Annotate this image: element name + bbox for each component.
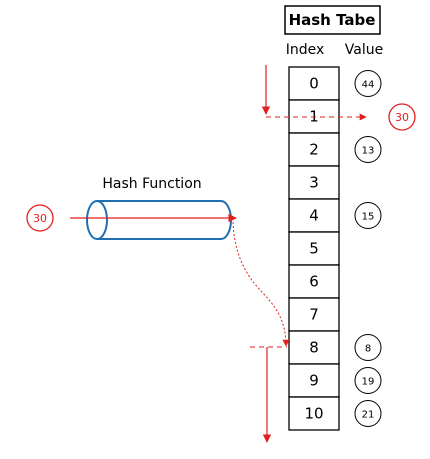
index-label: 2 [309, 141, 319, 159]
index-label: 8 [309, 339, 319, 357]
table-cell-5 [288, 231, 340, 266]
value-label: 19 [362, 377, 375, 388]
input-key-circle: 30 [26, 204, 54, 232]
input-key-value: 30 [33, 212, 47, 225]
value-label: 8 [365, 344, 371, 355]
index-header: Index [286, 42, 325, 58]
value-circle [354, 202, 382, 229]
table-cell-10 [288, 396, 340, 431]
value-circle [354, 334, 382, 361]
hash-output-curve [232, 217, 290, 347]
index-label: 9 [309, 372, 319, 390]
title-box: Hash Tabe [284, 5, 381, 35]
hash-function-label: Hash Function [102, 176, 201, 192]
index-label: 5 [309, 240, 319, 258]
table-cell-0 [288, 66, 340, 101]
value-circle [354, 70, 382, 97]
index-label: 7 [309, 306, 319, 324]
value-label: 13 [362, 146, 375, 157]
table-title: Hash Tabe [289, 11, 376, 29]
value-circle [354, 400, 382, 427]
index-label: 4 [309, 207, 319, 225]
value-circle [354, 367, 382, 394]
collision-key-value: 30 [395, 111, 409, 124]
value-label: 44 [362, 80, 375, 91]
index-label: 0 [309, 75, 319, 93]
table-cell-4 [288, 198, 340, 233]
value-circle [354, 136, 382, 163]
table-cell-7 [288, 297, 340, 332]
index-label: 6 [309, 273, 319, 291]
table-cell-2 [288, 132, 340, 167]
value-label: 15 [362, 212, 375, 223]
index-label: 10 [304, 405, 323, 423]
table-cell-8 [288, 330, 340, 365]
index-label: 3 [309, 174, 319, 192]
collision-key-circle: 30 [388, 103, 416, 131]
value-label: 21 [362, 410, 375, 421]
value-header: Value [345, 42, 383, 58]
table-cell-6 [288, 264, 340, 299]
hash-function-cylinder [86, 200, 232, 240]
table-cell-3 [288, 165, 340, 200]
